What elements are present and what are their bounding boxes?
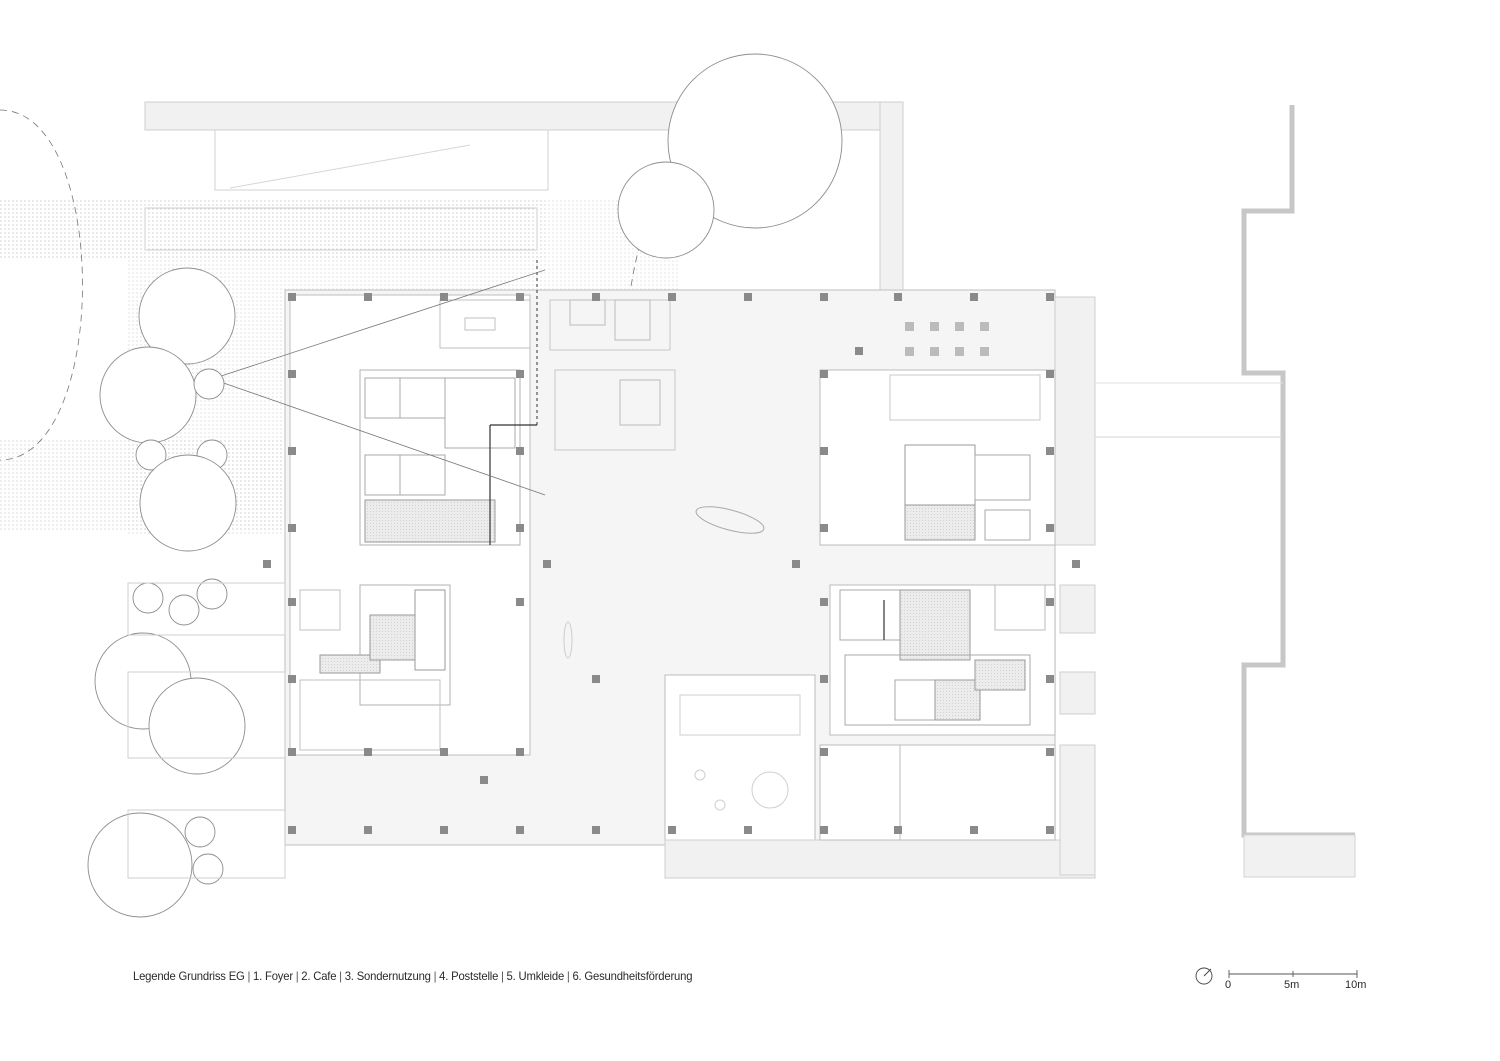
tree <box>138 267 236 365</box>
scale-bar <box>1228 970 1358 978</box>
legend-item-sondernutzung: 3. Sondernutzung <box>344 969 431 983</box>
structural-columns <box>263 293 1080 834</box>
tree <box>192 853 224 885</box>
tree <box>667 53 843 229</box>
tree <box>168 594 200 626</box>
trees <box>87 53 843 918</box>
neighbour-building <box>1241 105 1355 838</box>
tree <box>132 582 164 614</box>
scale-label-0: 0 <box>1225 979 1232 991</box>
tree <box>184 816 216 848</box>
tree <box>148 677 246 775</box>
legend-separator: | <box>247 969 251 983</box>
tree <box>99 346 197 444</box>
tree <box>139 454 237 552</box>
legend-separator: | <box>295 969 299 983</box>
tree <box>196 578 228 610</box>
legend-item-gesundheitsfoerderung: 6. Gesundheitsförderung <box>572 969 693 983</box>
scale-label-5m: 5m <box>1284 979 1300 991</box>
legend-item-foyer: 1. Foyer <box>253 969 293 983</box>
legend-separator: | <box>500 969 504 983</box>
north-arrow-icon <box>1195 967 1213 985</box>
legend-item-umkleide: 5. Umkleide <box>506 969 565 983</box>
legend-separator: | <box>433 969 437 983</box>
legend: Legende Grundriss EG|1. Foyer|2. Cafe|3.… <box>133 969 692 983</box>
tree <box>87 812 193 918</box>
tree <box>135 439 167 471</box>
tree <box>193 368 225 400</box>
right-building <box>819 296 1096 876</box>
scale-label-10m: 10m <box>1345 979 1367 991</box>
planter-beds <box>127 582 286 879</box>
legend-separator: | <box>566 969 570 983</box>
legend-title: Legende Grundriss EG <box>133 969 245 983</box>
legend-separator: | <box>339 969 342 983</box>
legend-item-poststelle: 4. Poststelle <box>439 969 499 983</box>
lower-middle-block <box>664 674 1096 879</box>
legend-item-cafe: 2. Cafe <box>301 969 337 983</box>
tree <box>617 161 715 259</box>
central-area <box>549 299 765 659</box>
